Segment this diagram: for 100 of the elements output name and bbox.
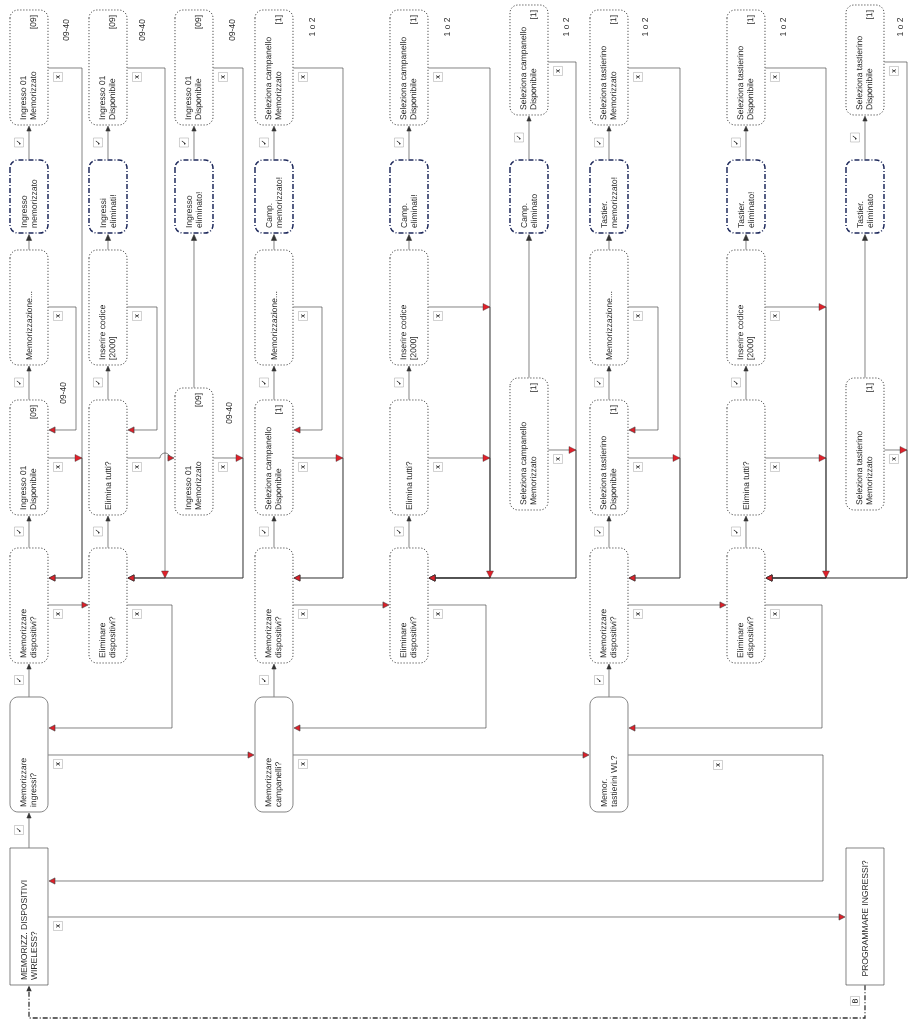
message-box: Ingresso eliminato! bbox=[174, 159, 214, 234]
step-box: Seleziona tastierino Disponibile [1] bbox=[845, 4, 885, 116]
connector bbox=[862, 234, 868, 378]
step-box: Ingresso 01 Disponibile [09] bbox=[88, 9, 128, 126]
connector bbox=[271, 234, 277, 250]
step-box: Inserire codice [2000] bbox=[726, 249, 766, 366]
connector bbox=[606, 234, 612, 250]
step-box: Eliminare dispositivi? bbox=[726, 547, 766, 664]
message-box: Ingresso memorizzato bbox=[9, 159, 49, 234]
range-note: 09-40 bbox=[139, 19, 145, 41]
connector bbox=[26, 515, 32, 548]
range-note: 1 o 2 bbox=[444, 18, 450, 36]
connector bbox=[48, 754, 824, 885]
connector bbox=[48, 751, 255, 759]
connector bbox=[743, 234, 749, 250]
message-box: Ingressi eliminati! bbox=[88, 159, 128, 234]
step-box: Seleziona tastierino Memorizzato [1] bbox=[589, 9, 629, 126]
range-note: 1 o 2 bbox=[309, 18, 315, 36]
connector bbox=[293, 454, 344, 582]
decision-box: Memorizzare campanelli? bbox=[254, 696, 294, 813]
step-box: Seleziona campanello Memorizzato [1] bbox=[509, 377, 549, 511]
connector bbox=[293, 751, 590, 759]
connector bbox=[191, 234, 197, 388]
step-box: Memorizzazione... bbox=[589, 249, 629, 366]
connector bbox=[26, 365, 32, 400]
connector bbox=[48, 604, 173, 732]
connector bbox=[127, 454, 244, 582]
connector bbox=[191, 125, 197, 160]
connector bbox=[127, 452, 175, 462]
connector bbox=[105, 125, 111, 160]
connector bbox=[127, 306, 158, 434]
range-note: 09-40 bbox=[63, 19, 69, 41]
step-box: Eliminare dispositivi? bbox=[88, 547, 128, 664]
step-box: Ingresso 01 Memorizzato [09] bbox=[174, 387, 214, 516]
connector bbox=[862, 115, 868, 160]
connector bbox=[743, 515, 749, 548]
step-box: Seleziona campanello Disponibile [1] bbox=[509, 4, 549, 116]
step-box: Eliminare dispositivi? bbox=[389, 547, 429, 664]
range-note: 1 o 2 bbox=[897, 18, 903, 36]
connector bbox=[105, 234, 111, 250]
step-box: Elimina tutti? bbox=[726, 399, 766, 516]
step-box: Memorizzare dispositivi? bbox=[589, 547, 629, 664]
connector bbox=[606, 663, 612, 697]
connector bbox=[271, 125, 277, 160]
step-box: Ingresso 01 Disponibile [09] bbox=[174, 9, 214, 126]
step-box: Memorizzazione... bbox=[9, 249, 49, 366]
connector bbox=[406, 365, 412, 400]
menu-box: MEMORIZZ. DISPOSITIVI WIRELESS? bbox=[9, 847, 49, 986]
range-note: 1 o 2 bbox=[642, 18, 648, 36]
connector bbox=[26, 125, 32, 160]
step-box: Memorizzazione... bbox=[254, 249, 294, 366]
step-box: Seleziona campanello Memorizzato [1] bbox=[254, 9, 294, 126]
connector bbox=[293, 306, 323, 434]
decision-box: Memor. tastierini WL? bbox=[589, 696, 629, 813]
connector bbox=[526, 115, 532, 160]
connector bbox=[606, 125, 612, 160]
connector bbox=[105, 515, 111, 548]
step-box: Seleziona campanello Disponibile [1] bbox=[254, 399, 294, 516]
step-box: Seleziona tastierino Disponibile [1] bbox=[589, 399, 629, 516]
message-box: Camp. eliminato bbox=[509, 159, 549, 234]
connector bbox=[271, 365, 277, 400]
connector bbox=[48, 913, 846, 921]
connector bbox=[271, 663, 277, 697]
connector bbox=[406, 234, 412, 250]
range-note: 09-40 bbox=[229, 19, 235, 41]
connector bbox=[628, 601, 727, 609]
connector bbox=[606, 515, 612, 548]
step-box: Seleziona campanello Disponibile [1] bbox=[389, 9, 429, 126]
message-box: Tastier. eliminato bbox=[845, 159, 885, 234]
connector bbox=[293, 601, 390, 609]
connector bbox=[406, 125, 412, 160]
range-note: 1 o 2 bbox=[563, 18, 569, 36]
connector bbox=[628, 306, 659, 434]
connector bbox=[526, 234, 532, 378]
range-note: 1 o 2 bbox=[780, 18, 786, 36]
connector bbox=[26, 234, 32, 250]
connector bbox=[48, 454, 83, 582]
step-box: Inserire codice [2000] bbox=[389, 249, 429, 366]
connector bbox=[743, 125, 749, 160]
decision-box: Memorizzare ingressi? bbox=[9, 696, 49, 813]
connector bbox=[48, 601, 89, 609]
message-box: Tastier. eliminato! bbox=[726, 159, 766, 234]
connector bbox=[628, 604, 823, 732]
menu-box: PROGRAMMARE INGRESSI? bbox=[845, 847, 885, 986]
connector bbox=[26, 984, 866, 1019]
connector bbox=[26, 812, 32, 848]
step-box: Elimina tutti? bbox=[389, 399, 429, 516]
step-box: Ingresso 01 Memorizzato [09] bbox=[9, 9, 49, 126]
connector bbox=[765, 61, 908, 582]
step-box: Seleziona tastierino Disponibile [1] bbox=[726, 9, 766, 126]
message-box: Camp. eliminati! bbox=[389, 159, 429, 234]
message-box: Tastier. memorizzato! bbox=[589, 159, 629, 234]
connector bbox=[628, 454, 681, 582]
step-box: Elimina tutti? bbox=[88, 399, 128, 516]
connector bbox=[48, 306, 77, 434]
step-box: Memorizzare dispositivi? bbox=[254, 547, 294, 664]
step-box: Ingresso 01 Disponibile [09] bbox=[9, 399, 49, 516]
step-box: Memorizzare dispositivi? bbox=[9, 547, 49, 664]
connector bbox=[428, 61, 577, 582]
connector bbox=[743, 365, 749, 400]
